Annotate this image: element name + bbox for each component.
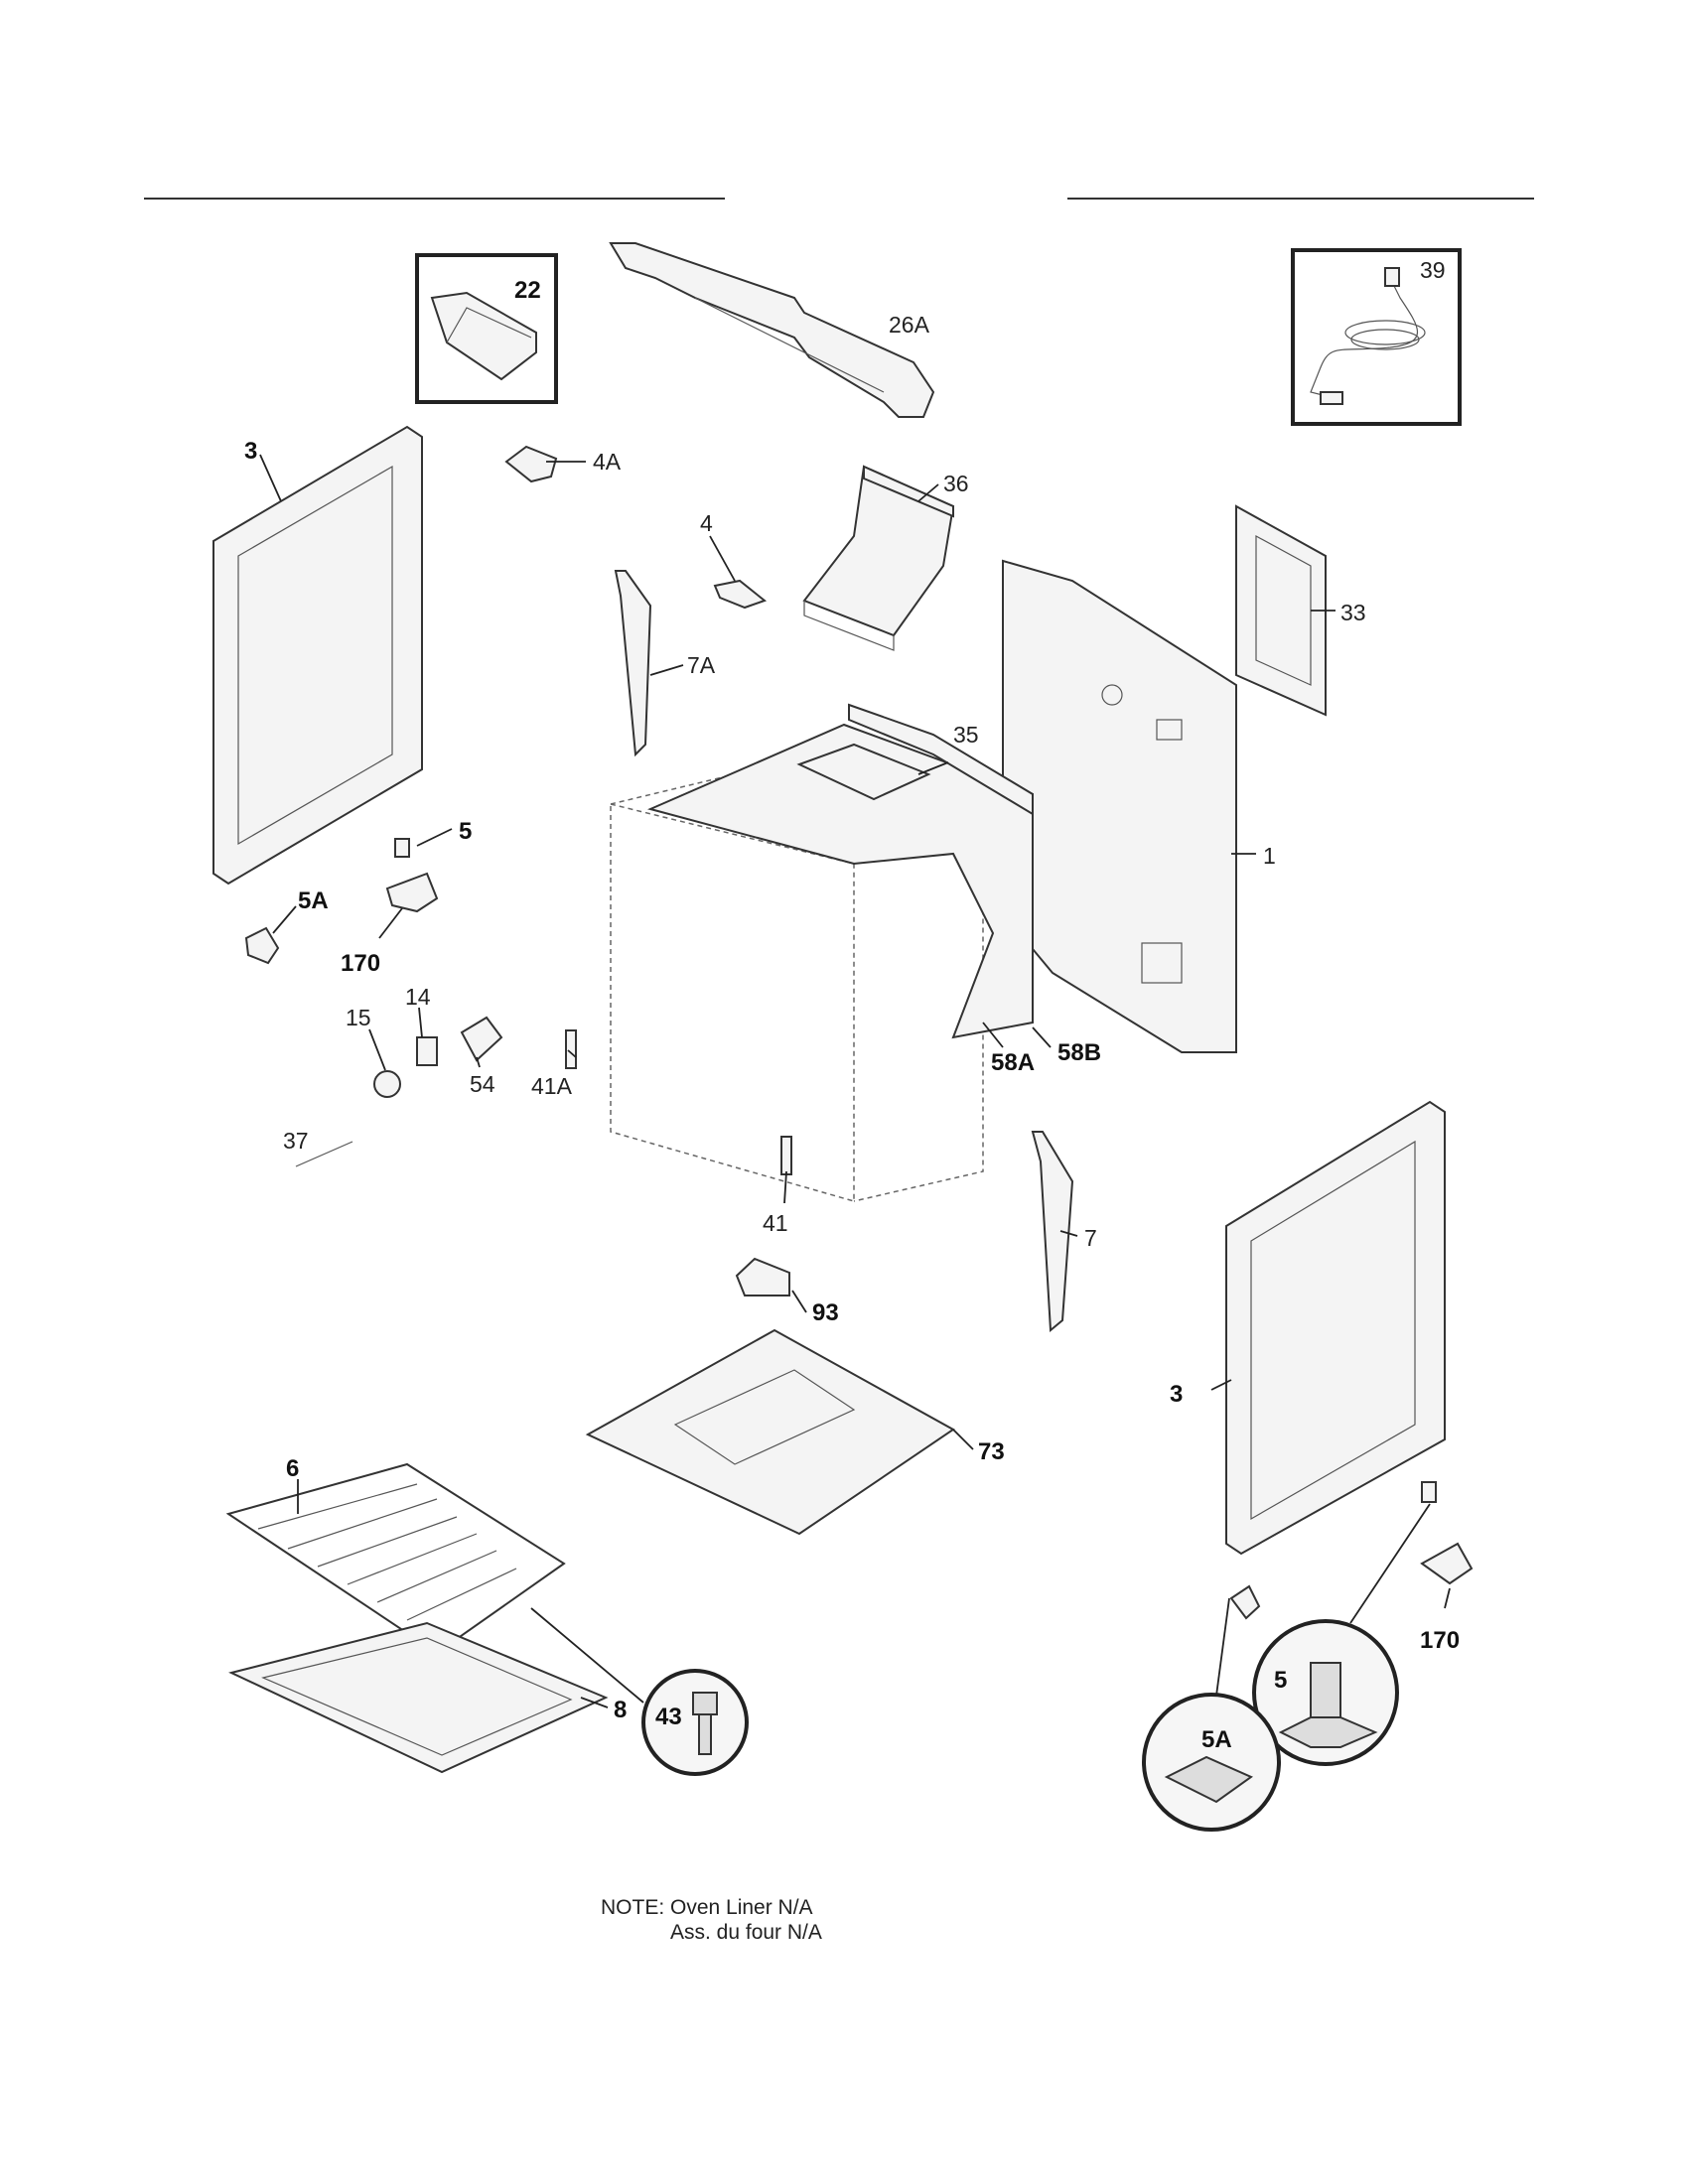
part-58-insulation	[646, 703, 1034, 1039]
callout-5-left: 5	[459, 818, 472, 845]
callout-36: 36	[943, 471, 969, 496]
callout-58B: 58B	[1057, 1039, 1101, 1066]
callout-170-left: 170	[341, 950, 380, 977]
callout-35: 35	[953, 722, 979, 748]
callout-54: 54	[470, 1071, 495, 1097]
part-4A-clip	[504, 445, 558, 483]
callout-3-left: 3	[244, 438, 257, 465]
part-1-rear-panel	[1002, 559, 1237, 1053]
callout-7A: 7A	[687, 652, 716, 678]
callout-6: 6	[286, 1455, 299, 1482]
part-43-screw-zoom	[641, 1669, 749, 1776]
part-8-broil-pan	[228, 1621, 609, 1774]
part-7-rail	[1031, 1131, 1074, 1333]
part-5A-leg-bracket-right	[1229, 1584, 1261, 1620]
callout-170-right: 170	[1420, 1627, 1460, 1654]
callout-14: 14	[405, 984, 431, 1010]
callout-1: 1	[1263, 843, 1276, 869]
callout-58A: 58A	[991, 1049, 1035, 1076]
part-14-socket	[416, 1036, 438, 1066]
part-35-plate	[796, 743, 931, 801]
part-22-inset	[415, 253, 558, 404]
part-170-clip-right	[1420, 1542, 1474, 1585]
callout-4: 4	[700, 510, 713, 536]
callout-22: 22	[514, 277, 541, 304]
callout-41: 41	[763, 1210, 788, 1236]
part-15-bulb	[373, 1070, 401, 1098]
callout-41A: 41A	[531, 1073, 573, 1099]
callout-8: 8	[614, 1697, 627, 1723]
callout-7: 7	[1084, 1225, 1097, 1251]
part-26A-top-bracket	[609, 242, 935, 418]
part-41-bracket	[780, 1136, 792, 1175]
part-3-right-side-panel	[1225, 1100, 1446, 1556]
part-3-left-side-panel	[212, 425, 423, 886]
part-33-side-panel	[1235, 504, 1327, 717]
part-73-bottom-panel	[585, 1328, 955, 1536]
part-41A-bracket	[565, 1029, 577, 1069]
part-5-leveling-leg-right	[1421, 1481, 1437, 1503]
callout-43: 43	[655, 1704, 682, 1730]
note-line-2: Ass. du four N/A	[670, 1921, 822, 1944]
leader-lines	[259, 454, 1451, 1708]
part-39-power-cord-inset	[1291, 248, 1462, 426]
part-170-clip-left	[385, 872, 439, 913]
callout-39: 39	[1420, 257, 1446, 283]
callout-93: 93	[812, 1299, 839, 1326]
part-6-oven-rack	[225, 1462, 566, 1655]
callout-73: 73	[978, 1438, 1005, 1465]
part-5-leg-zoom	[1252, 1619, 1399, 1766]
note-line-1: NOTE: Oven Liner N/A	[601, 1896, 813, 1919]
callout-15: 15	[346, 1005, 371, 1030]
callout-5-right: 5	[1274, 1667, 1287, 1694]
callout-5A-left: 5A	[298, 887, 329, 914]
part-7A-rail	[614, 570, 652, 757]
callout-5A-right: 5A	[1201, 1726, 1232, 1753]
part-36-vent-duct	[802, 465, 955, 651]
part-37-sensor	[295, 1141, 353, 1167]
part-5-leveling-leg-left	[394, 838, 410, 858]
callout-33: 33	[1340, 600, 1366, 625]
callout-37: 37	[283, 1128, 309, 1154]
part-54-lens	[460, 1016, 503, 1062]
part-5A-bracket-zoom	[1142, 1693, 1281, 1832]
part-5A-leg-bracket-left	[244, 926, 280, 965]
callout-3-right: 3	[1170, 1381, 1183, 1408]
callout-26A: 26A	[889, 312, 930, 338]
part-4-bracket	[713, 579, 768, 610]
callout-4A: 4A	[593, 449, 622, 475]
part-93-cap	[735, 1257, 790, 1297]
